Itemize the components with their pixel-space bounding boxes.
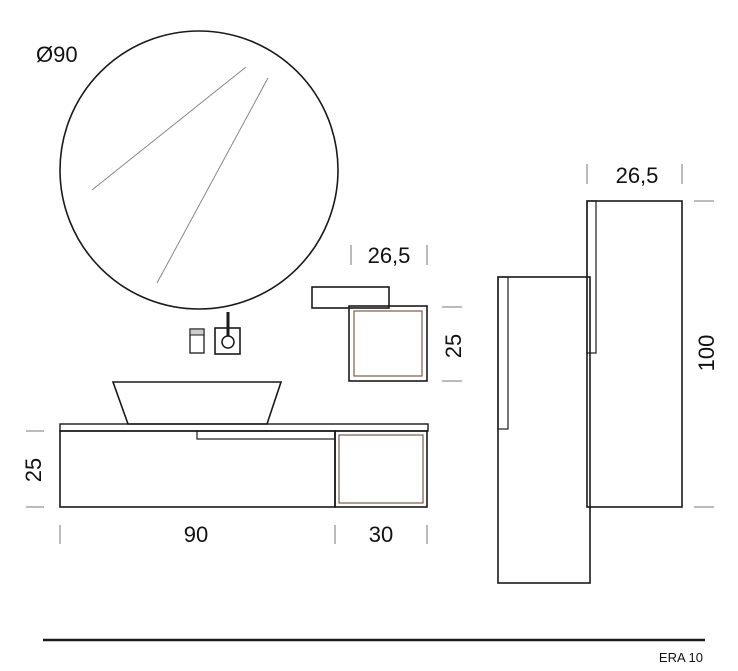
wall-shelf <box>311 286 428 382</box>
vanity-top <box>59 423 429 432</box>
column-height-label: 100 <box>694 335 719 372</box>
shelf-height-label: 25 <box>441 334 466 358</box>
vanity-height-label: 25 <box>21 458 46 482</box>
mirror-reflection-line <box>156 77 269 284</box>
model-code: ERA 10 <box>659 650 703 665</box>
cabinet-width-label: 90 <box>184 522 208 547</box>
tall-column-side-view <box>497 200 683 584</box>
round-mirror <box>59 30 339 310</box>
mirror-diameter-label: Ø90 <box>36 42 78 67</box>
mirror-reflection-line <box>91 66 247 191</box>
vessel-basin <box>111 381 283 425</box>
drawer-handle <box>196 430 336 440</box>
drawer-cabinet <box>59 430 336 508</box>
open-side-unit <box>334 430 428 508</box>
column-depth-label: 26,5 <box>616 163 659 188</box>
shelf-width-label: 26,5 <box>368 243 411 268</box>
wall-faucet-icon <box>189 312 241 355</box>
open-unit-width-label: 30 <box>369 522 393 547</box>
